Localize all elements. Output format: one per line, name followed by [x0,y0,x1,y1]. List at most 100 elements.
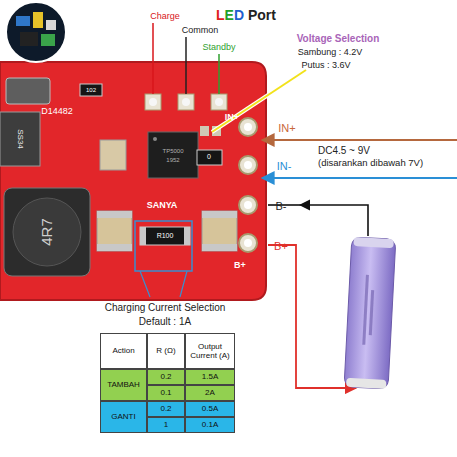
resistor-smd [197,150,222,165]
table-cell: R (Ω) [147,333,185,369]
table-cell: 1 [147,417,185,433]
chip-tp5000 [148,132,198,178]
pin-pad [239,156,257,174]
resistor-smd [80,84,102,96]
leader-line [152,23,154,94]
capacitor-end [202,244,237,251]
component-marking: R100 [157,232,174,240]
cell-text: GANTI [111,412,135,421]
led-pad [145,94,161,110]
table-cell: 0.2 [147,369,185,385]
led-pad [211,94,227,110]
table-cell: Output Current (A) [185,333,235,369]
table-cell: 2A [185,385,235,401]
cell-text: Output Current (A) [187,342,233,360]
silkscreen-text: IN+ [225,113,239,123]
chip-marking: TP5000 [162,148,183,155]
silkscreen-text: SANYA [147,201,178,211]
battery-top [353,237,393,248]
silkscreen-text: D14482 [41,107,73,117]
pin-label: Standby [202,43,235,53]
table-cell: GANTI [100,401,147,433]
capacitor [6,78,50,104]
logo-part [33,12,43,28]
pad-hole [215,98,223,106]
resistor-smd [100,140,126,170]
signal-name: IN- [277,160,292,172]
battery-cell [344,237,396,389]
silkscreen-text: B+ [234,261,246,271]
battery-print [369,290,374,335]
leader-line [218,54,220,94]
table-cell: 0.5A [185,401,235,417]
capacitor-end [202,211,237,218]
pad-hole [244,161,252,169]
table-cell: Action [100,333,147,369]
voltage-note: DC4.5 ~ 9V [318,145,370,156]
pin-pad [239,234,257,252]
pin-pad [239,118,257,136]
table-cell: TAMBAH [100,369,147,401]
capacitor-end [97,244,132,251]
component-marking: SS34 [16,129,25,149]
component-marking: 4R7 [39,218,56,246]
leader-line [140,271,150,297]
battery-bottom [346,378,386,389]
cell-text: R (Ω) [156,346,175,355]
input-arrow [262,139,457,141]
pad-hole [244,201,252,209]
signal-name: B- [276,200,287,212]
port-title: LED Port [216,8,276,23]
logo-part [46,20,56,30]
pad-hole [149,98,157,106]
pin-label: Common [182,26,219,36]
cell-text: 1 [164,420,168,429]
cell-text: 1.5A [202,372,218,381]
logo-part [16,16,30,26]
cell-text: 0.1 [160,388,171,397]
pad-hole [182,98,190,106]
cell-text: 0.2 [160,372,171,381]
pcb-board [0,62,266,300]
cell-text: Action [112,346,134,355]
voltage-note: (disarankan dibawah 7V) [318,158,423,168]
pad-hole [244,123,252,131]
logo-part [41,34,55,46]
inductor-core [13,198,81,266]
table-cell: 0.1 [147,385,185,401]
jumper-pad [200,126,209,136]
section-title: Charging Current Selection [105,302,226,313]
table-cell: 1.5A [185,369,235,385]
battery-body [344,237,396,389]
cell-text: 0.5A [202,404,218,413]
inductor [4,188,90,276]
signal-name: B+ [274,240,288,252]
logo-badge [6,2,66,62]
capacitor [97,211,132,251]
signal-name: IN+ [278,122,295,134]
pin-label: Charge [150,12,180,22]
capacitor-end [97,211,132,218]
table-cell: 0.1A [185,417,235,433]
chip-dot [153,137,157,141]
table-cell: 0.2 [147,401,185,417]
cell-text: 2A [205,388,215,397]
battery-print [362,275,369,345]
component-marking: 0 [207,153,211,161]
default-note: Default : 1A [139,316,191,327]
logo-part [20,32,38,46]
capacitor [202,211,237,251]
wire-negative [300,205,368,236]
resistor-end [184,227,190,245]
led-pad [178,94,194,110]
input-arrow [262,177,457,179]
leader-line [180,271,187,297]
pin-pad [239,196,257,214]
diode-package [0,112,40,166]
resistor-end [140,227,146,245]
leader-line [185,37,187,94]
option-note: Putus : 3.6V [301,61,350,71]
chip-marking: 1952 [166,157,179,164]
selection-bracket [135,221,192,271]
